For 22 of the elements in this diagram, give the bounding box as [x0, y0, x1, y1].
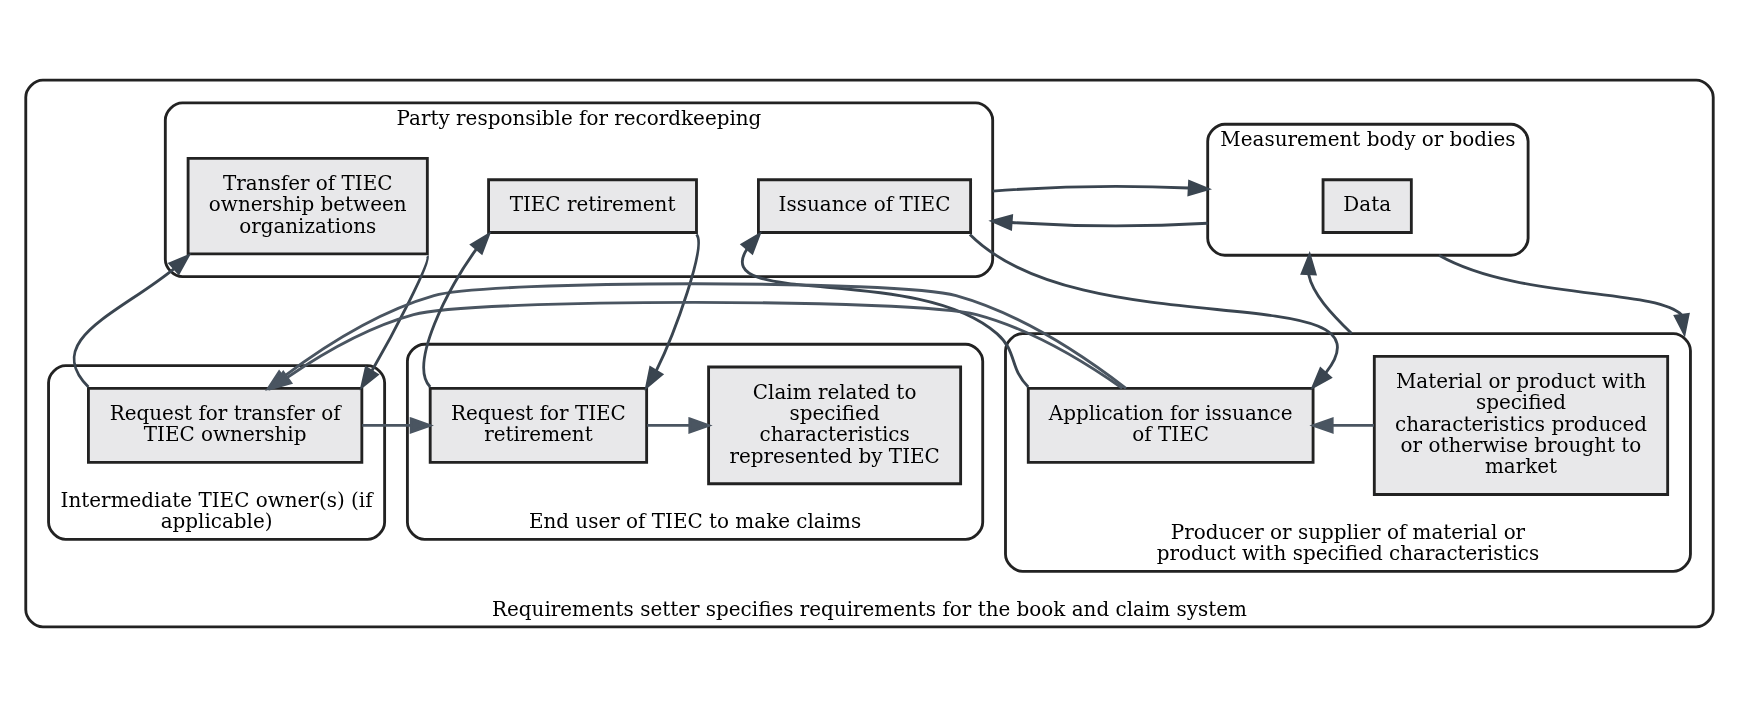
- arrow: [988, 214, 1208, 231]
- arrow: [72, 253, 192, 388]
- node-box: Material or product with specified characteristics produced or otherwise brought to market: [1372, 354, 1670, 496]
- node-box: Data: [1321, 178, 1413, 234]
- arrow: [969, 233, 1338, 391]
- arrow: [1309, 416, 1374, 434]
- node-box: Request for transfer of TIEC ownership: [87, 386, 364, 464]
- arrow: [647, 416, 713, 434]
- arrow: [359, 255, 429, 391]
- node-box: Request for TIEC retirement: [428, 386, 649, 464]
- arrow: [362, 416, 434, 434]
- node-box: Application for issuance of TIEC: [1026, 386, 1315, 464]
- node-box: Claim related to specified characteristics represented by TIEC: [707, 365, 963, 486]
- arrow: [739, 231, 1030, 388]
- arrow: [1438, 253, 1690, 338]
- node-box: Issuance of TIEC: [757, 178, 973, 234]
- node-box: TIEC retirement: [487, 178, 698, 234]
- arrow: [992, 179, 1212, 197]
- arrow: [1300, 250, 1353, 335]
- arrow: [644, 234, 700, 391]
- arrow: [422, 231, 492, 388]
- node-box: Transfer of TIEC ownership between organizations: [186, 157, 429, 256]
